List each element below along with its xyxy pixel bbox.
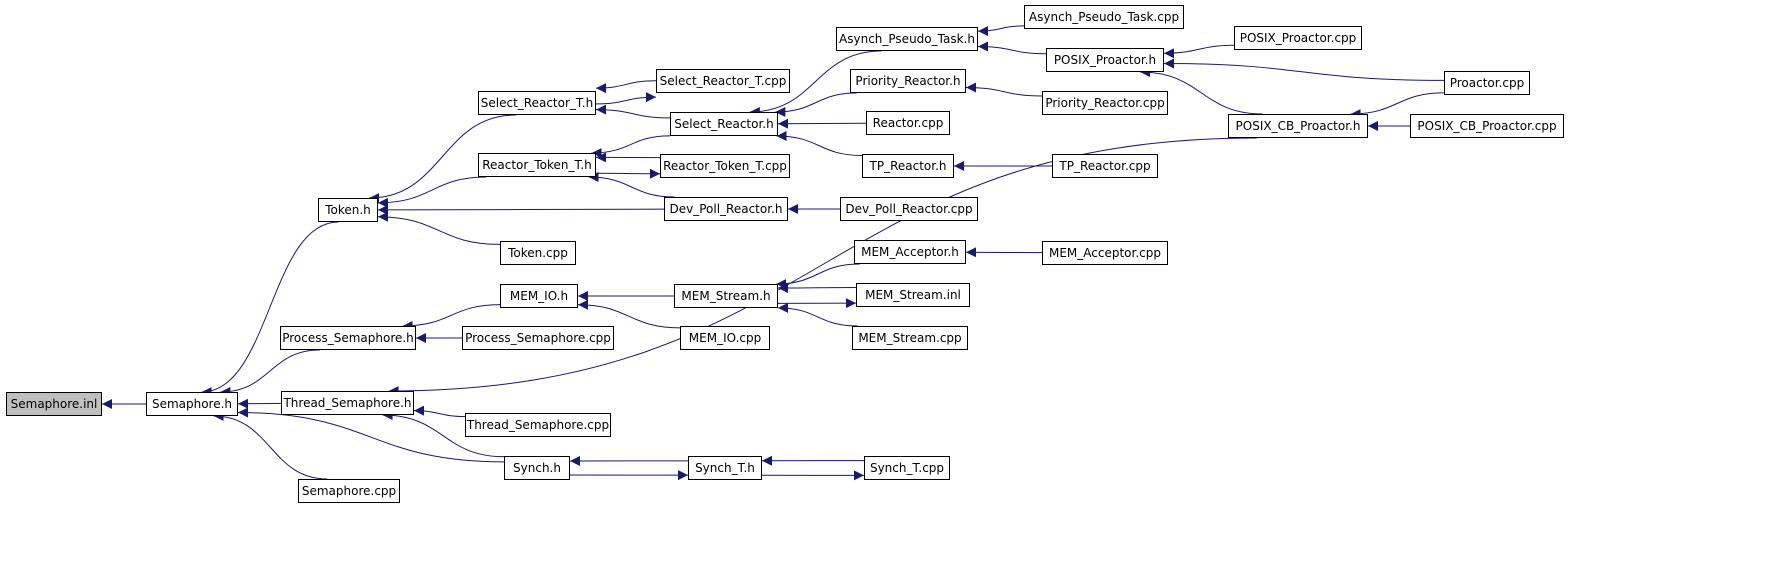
edge-reactor-token-t-h-to-reactor-token-t-cpp	[595, 168, 661, 179]
node-select-reactor-h[interactable]: Select_Reactor.h	[670, 112, 778, 136]
edge-thread-semaphore-cpp-to-thread-semaphore-h	[413, 405, 466, 418]
node-reactor-token-t-cpp[interactable]: Reactor_Token_T.cpp	[660, 154, 790, 178]
node-semaphore-cpp[interactable]: Semaphore.cpp	[298, 479, 400, 503]
edge-select-reactor-h-to-select-reactor-t-h	[595, 104, 671, 119]
node-mem-stream-inl[interactable]: MEM_Stream.inl	[856, 283, 970, 307]
edge-asynch-pseudo-task-h-to-select-reactor-h	[749, 50, 882, 117]
edge-dev-poll-reactor-h-to-reactor-token-t-h	[588, 172, 675, 198]
node-semaphore-inl: Semaphore.inl	[6, 392, 102, 416]
edge-priority-reactor-cpp-to-priority-reactor-h	[965, 82, 1043, 97]
node-mem-acceptor-cpp[interactable]: MEM_Acceptor.cpp	[1042, 241, 1168, 265]
edge-dev-poll-reactor-h-to-token-h	[377, 204, 665, 215]
node-thread-semaphore-cpp[interactable]: Thread_Semaphore.cpp	[465, 413, 611, 437]
node-synch-t-cpp[interactable]: Synch_T.cpp	[864, 456, 950, 480]
node-synch-t-h[interactable]: Synch_T.h	[688, 456, 762, 480]
node-mem-io-h[interactable]: MEM_IO.h	[500, 284, 578, 308]
edge-mem-stream-inl-to-mem-stream-h	[777, 283, 857, 294]
edge-select-reactor-t-h-to-select-reactor-t-cpp	[595, 92, 657, 105]
edge-priority-reactor-h-to-select-reactor-h	[775, 92, 857, 117]
edge-select-reactor-t-cpp-to-select-reactor-t-h	[595, 80, 657, 94]
node-posix-proactor-cpp[interactable]: POSIX_Proactor.cpp	[1234, 26, 1362, 50]
node-token-h[interactable]: Token.h	[318, 198, 378, 222]
node-process-semaphore-h[interactable]: Process_Semaphore.h	[280, 326, 416, 350]
node-tp-reactor-cpp[interactable]: TP_Reactor.cpp	[1052, 154, 1158, 178]
edge-mem-stream-cpp-to-mem-stream-h	[777, 302, 858, 327]
node-mem-io-cpp[interactable]: MEM_IO.cpp	[680, 326, 770, 350]
node-semaphore-h[interactable]: Semaphore.h	[146, 392, 238, 416]
edge-mem-io-h-to-process-semaphore-h	[402, 304, 501, 331]
node-thread-semaphore-h[interactable]: Thread_Semaphore.h	[281, 391, 414, 415]
node-dev-poll-reactor-h[interactable]: Dev_Poll_Reactor.h	[664, 197, 788, 221]
node-select-reactor-t-h[interactable]: Select_Reactor_T.h	[478, 91, 596, 115]
edge-synch-h-to-thread-semaphore-h	[382, 410, 505, 458]
node-priority-reactor-cpp[interactable]: Priority_Reactor.cpp	[1042, 91, 1168, 115]
edge-posix-cb-proactor-h-to-thread-semaphore-h	[388, 137, 1257, 396]
node-mem-stream-h[interactable]: MEM_Stream.h	[674, 284, 778, 308]
edge-tp-reactor-h-to-select-reactor-h	[776, 131, 863, 156]
edge-proactor-cpp-to-posix-proactor-h	[1163, 58, 1445, 81]
edge-token-cpp-to-token-h	[377, 211, 501, 245]
edge-process-semaphore-h-to-semaphore-h	[220, 349, 320, 397]
node-reactor-token-t-h[interactable]: Reactor_Token_T.h	[478, 153, 596, 177]
edge-semaphore-cpp-to-semaphore-h	[213, 411, 328, 480]
edge-select-reactor-t-h-to-token-h	[369, 114, 516, 203]
node-reactor-cpp[interactable]: Reactor.cpp	[866, 111, 950, 135]
node-proactor-cpp[interactable]: Proactor.cpp	[1444, 71, 1530, 95]
edge-posix-cb-proactor-h-to-posix-proactor-h	[1140, 67, 1263, 115]
edge-mem-io-cpp-to-mem-io-h	[577, 299, 681, 329]
node-process-semaphore-cpp[interactable]: Process_Semaphore.cpp	[462, 326, 614, 350]
node-asynch-pseudo-task-h[interactable]: Asynch_Pseudo_Task.h	[836, 27, 978, 51]
node-priority-reactor-h[interactable]: Priority_Reactor.h	[850, 69, 966, 93]
node-select-reactor-t-cpp[interactable]: Select_Reactor_T.cpp	[656, 69, 790, 93]
node-token-cpp[interactable]: Token.cpp	[500, 241, 576, 265]
node-mem-stream-cpp[interactable]: MEM_Stream.cpp	[852, 326, 968, 350]
edge-asynch-pseudo-task-cpp-to-asynch-pseudo-task-h	[977, 25, 1025, 37]
node-posix-proactor-h[interactable]: POSIX_Proactor.h	[1046, 48, 1164, 72]
node-asynch-pseudo-task-cpp[interactable]: Asynch_Pseudo_Task.cpp	[1024, 5, 1184, 29]
node-tp-reactor-h[interactable]: TP_Reactor.h	[862, 154, 954, 178]
node-posix-cb-proactor-h[interactable]: POSIX_CB_Proactor.h	[1228, 114, 1368, 138]
node-posix-cb-proactor-cpp[interactable]: POSIX_CB_Proactor.cpp	[1410, 114, 1564, 138]
edge-reactor-token-t-h-to-token-h	[377, 176, 487, 208]
edge-select-reactor-h-to-reactor-token-t-h	[591, 135, 671, 158]
edge-token-h-to-semaphore-h	[201, 221, 339, 397]
edge-posix-proactor-h-to-asynch-pseudo-task-h	[977, 41, 1047, 55]
edge-posix-proactor-cpp-to-posix-proactor-h	[1163, 44, 1235, 59]
edge-proactor-cpp-to-posix-cb-proactor-h	[1350, 92, 1445, 119]
node-dev-poll-reactor-cpp[interactable]: Dev_Poll_Reactor.cpp	[840, 197, 978, 221]
node-synch-h[interactable]: Synch.h	[504, 456, 570, 480]
node-mem-acceptor-h[interactable]: MEM_Acceptor.h	[854, 240, 966, 264]
edge-mem-acceptor-h-to-mem-stream-h	[776, 263, 860, 289]
